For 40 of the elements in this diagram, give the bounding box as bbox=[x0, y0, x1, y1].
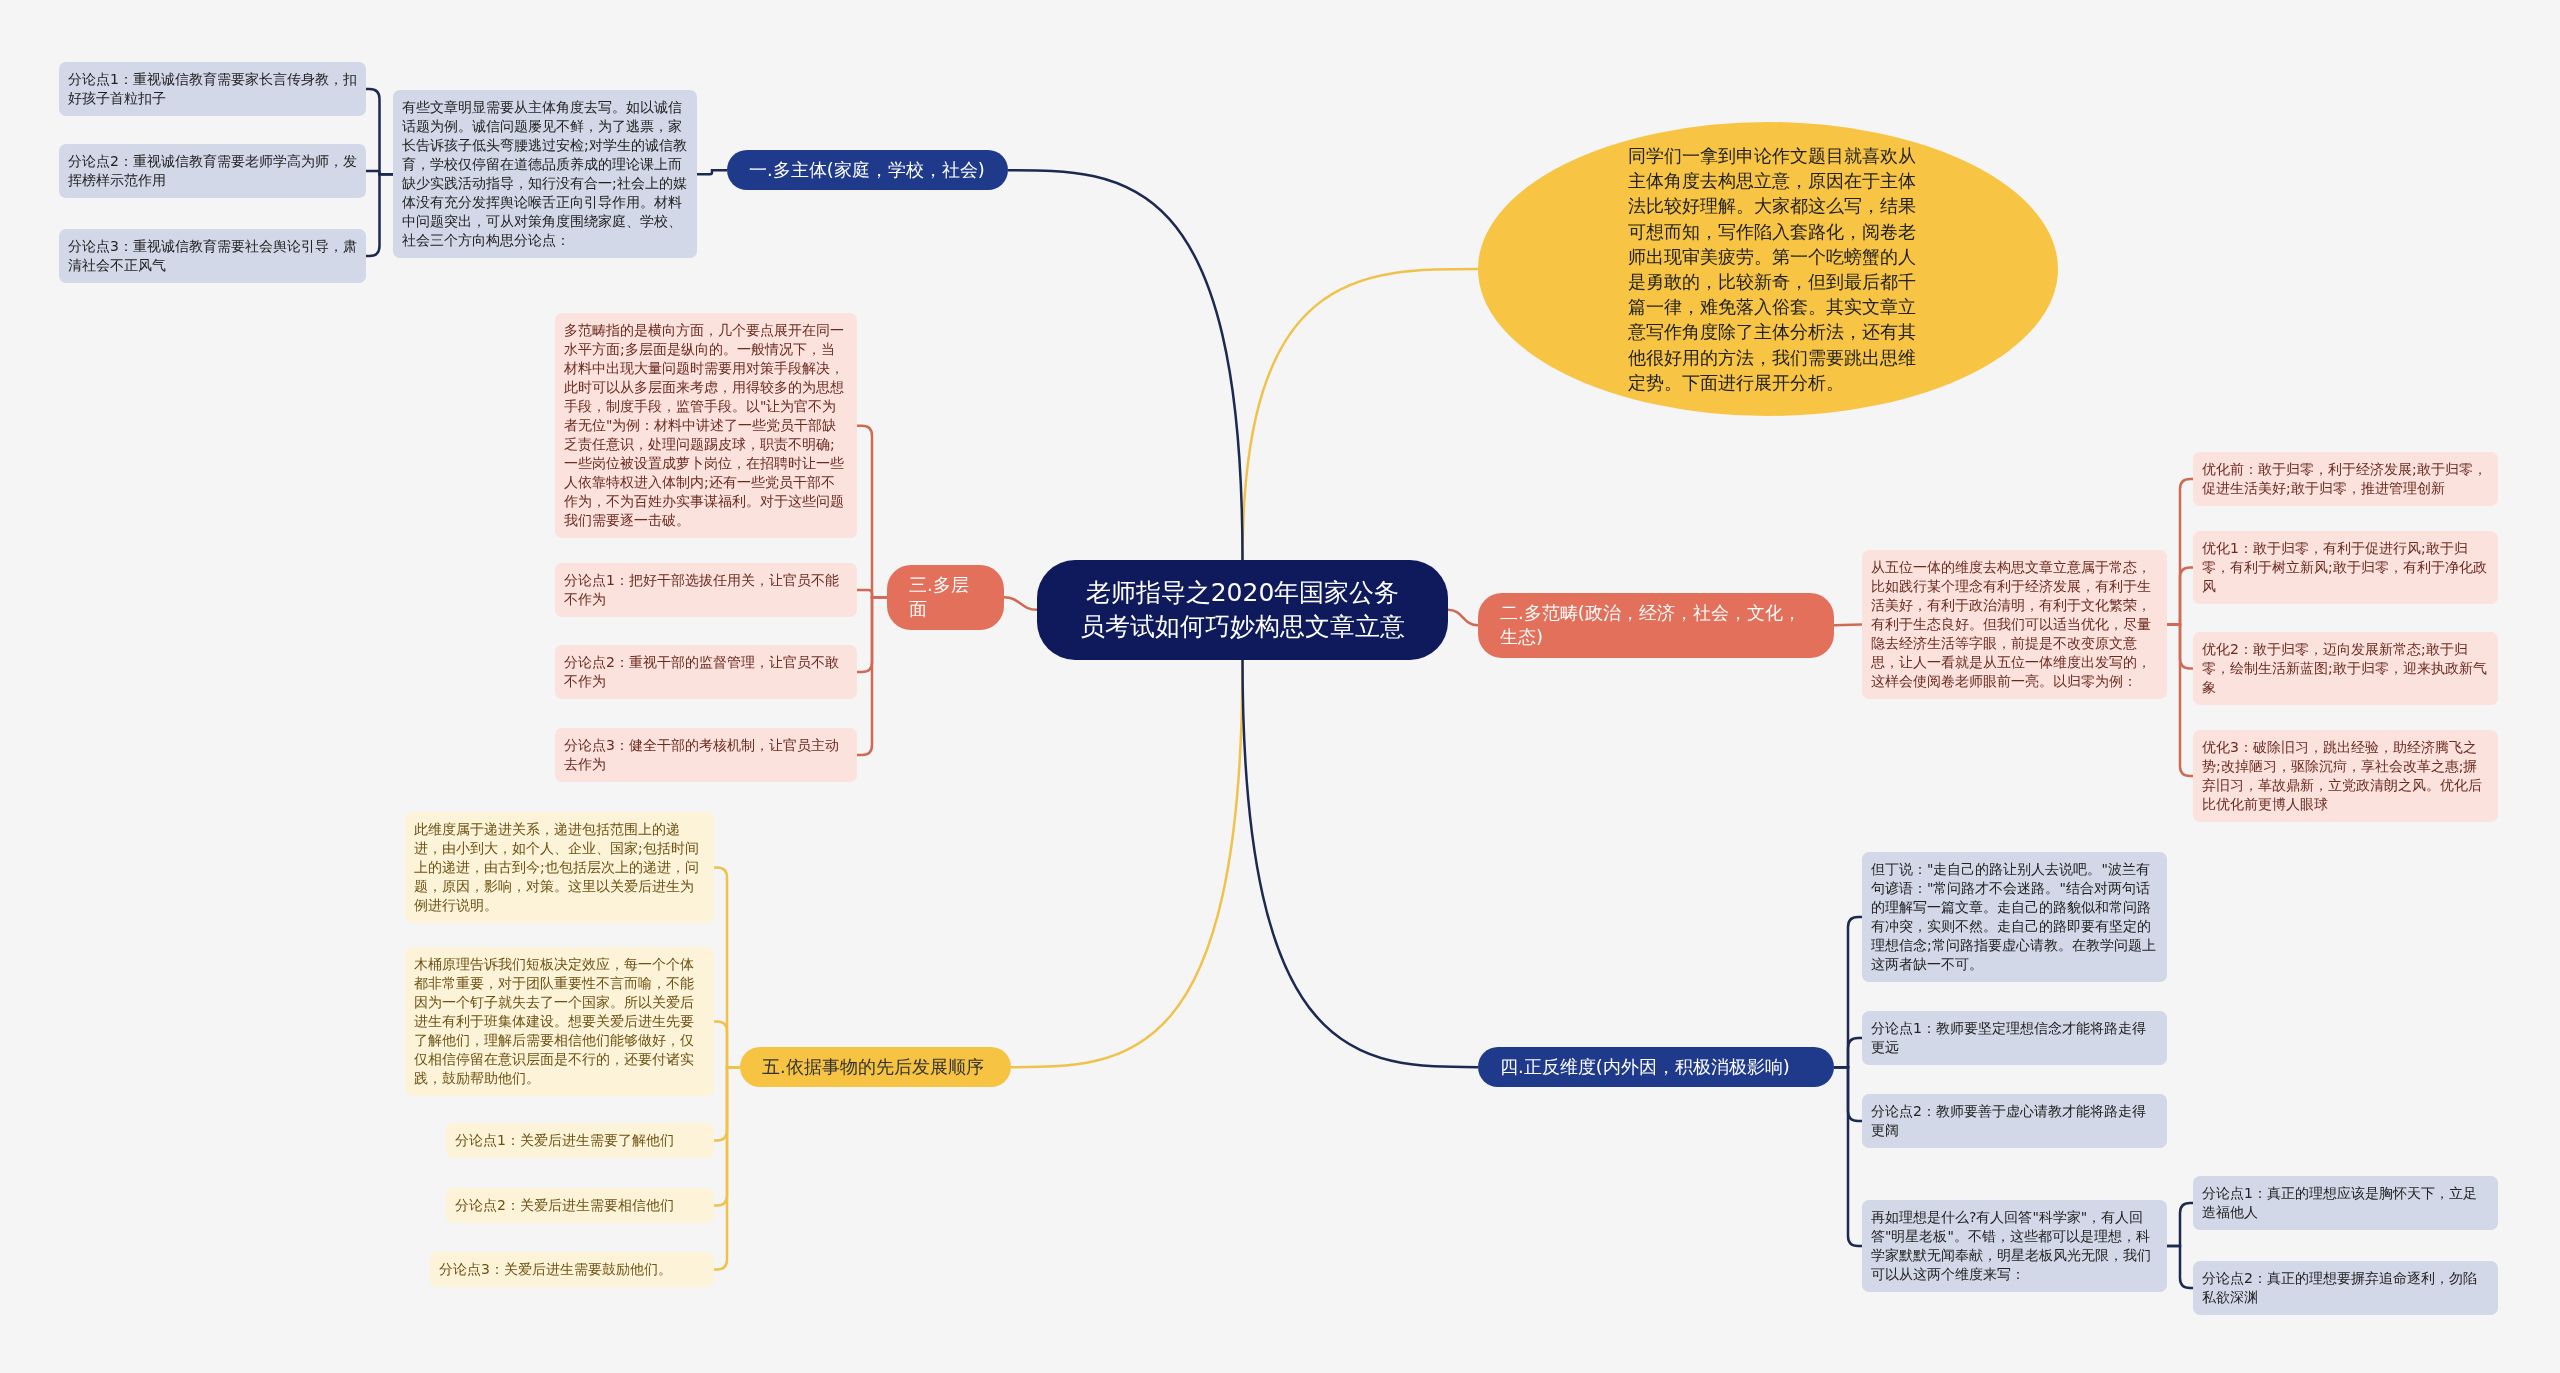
note-card: 优化1：敢于归零，有利于促进行风;敢于归零，有利于树立新风;敢于归零，有利于净化政风 bbox=[2193, 531, 2498, 605]
note-card: 分论点2：关爱后进生需要相信他们 bbox=[446, 1188, 714, 1224]
note-card: 分论点2：重视干部的监督管理，让官员不敢不作为 bbox=[555, 645, 857, 700]
connector-line bbox=[1833, 623, 1863, 627]
note-card: 优化2：敢于归零，迈向发展新常态;敢于归零，绘制生活新蓝图;敢于归零，迎来执政新气象 bbox=[2193, 632, 2498, 706]
connector-line bbox=[697, 168, 727, 176]
note-card: 分论点3：关爱后进生需要鼓励他们。 bbox=[430, 1252, 714, 1288]
note-card: 优化3：破除旧习，跳出经验，助经济腾飞之势;改掉陋习，驱除沉疴，享社会改革之惠;摒弃旧习，革故鼎新，立党政清朗之风。优化后比优化前更博人眼球 bbox=[2193, 730, 2498, 823]
branch-pill: 五.依据事物的先后发展顺序 bbox=[740, 1047, 1011, 1088]
note-card: 分论点1：关爱后进生需要了解他们 bbox=[446, 1123, 714, 1159]
note-card: 分论点3：重视诚信教育需要社会舆论引导，肃清社会不正风气 bbox=[59, 229, 366, 284]
note-card: 优化前：敢于归零，利于经济发展;敢于归零，促进生活美好;敢于归零，推进管理创新 bbox=[2193, 452, 2498, 507]
note-card: 木桶原理告诉我们短板决定效应，每一个个体都非常重要，对于团队重要性不言而喻，不能因为一个钉子就失去了一个国家。所以关爱后进生有利于班集体建设。想要关爱后进生先要了解他们，理解后需要相信他们能够做好，仅仅相信停留在意识层面是不行的，还要付诸实践，鼓励帮助他们。 bbox=[405, 947, 714, 1097]
connector-line bbox=[2167, 1244, 2193, 1290]
note-card: 从五位一体的维度去构思文章立意属于常态，比如践行某个理念有利于经济发展，有利于生活美好，有利于政治清明，有利于文化繁荣，有利于生态良好。但我们可以适当优化，尽量隐去经济生活等字眼，前提是不改变原文意思，让人一看就是从五位一体维度出发写的，这样会使阅卷老师眼前一亮。以归零为例： bbox=[1862, 550, 2167, 700]
note-card: 分论点2：重视诚信教育需要老师学高为师，发挥榜样示范作用 bbox=[59, 144, 366, 199]
note-card: 分论点1：把好干部选拔任用关，让官员不能不作为 bbox=[555, 563, 857, 618]
note-card: 再如理想是什么?有人回答"科学家"，有人回答"明星老板"。不错，这些都可以是理想，科学家默默无闻奉献，明星老板风光无限，我们可以从这两个维度来写： bbox=[1862, 1200, 2167, 1293]
note-card: 分论点1：教师要坚定理想信念才能将路走得更远 bbox=[1862, 1011, 2167, 1066]
connector-line bbox=[1003, 596, 1038, 611]
note-card: 分论点3：健全干部的考核机制，让官员主动去作为 bbox=[555, 728, 857, 783]
note-card: 此维度属于递进关系，递进包括范围上的递进，由小到大，如个人、企业、国家;包括时间上的递进，由古到今;也包括层次上的递进，问题，原因，影响，对策。这里以关爱后进生为例进行说明。 bbox=[405, 812, 714, 924]
branch-pill: 四.正反维度(内外因，积极消极影响) bbox=[1478, 1047, 1834, 1088]
note-card: 多范畴指的是横向方面，几个要点展开在同一水平方面;多层面是纵向的。一般情况下，当材料中出现大量问题时需要用对策手段解决，此时可以从多层面来考虑，用得较多的为思想手段，制度手段，监管手段。以"让为官不为者无位"为例：材料中讲述了一些党员干部缺乏责任意识，处理问题踢皮球，职责不明确;一些岗位被设置成萝卜岗位，在招聘时让一些人依靠特权进入体制内;还有一些党员干部不作为，不为百姓办实事谋福利。对于这些问题我们需要逐一击破。 bbox=[555, 313, 857, 539]
branch-pill: 一.多主体(家庭，学校，社会) bbox=[727, 150, 1008, 191]
connector-line bbox=[1241, 659, 1478, 1069]
note-card: 分论点1：重视诚信教育需要家长言传身教，扣好孩子首粒扣子 bbox=[59, 62, 366, 117]
topic-bubble: 老师指导之2020年国家公务员考试如何巧妙构思文章立意 bbox=[1037, 560, 1448, 660]
note-card: 分论点2：真正的理想要摒弃追命逐利，勿陷私欲深渊 bbox=[2193, 1261, 2498, 1316]
connector-line bbox=[714, 1065, 740, 1271]
note-card: 有些文章明显需要从主体角度去写。如以诚信话题为例。诚信问题屡见不鲜，为了逃票，家长告诉孩子低头弯腰逃过安检;对学生的诚信教育，学校仅停留在道德品质养成的理论课上而缺少实践活动指导，知行没有合一;社会上的媒体没有充分发挥舆论喉舌正向引导作用。材料中问题突出，可从对策角度围绕家庭、学校、社会三个方向构思分论点： bbox=[393, 90, 697, 259]
branch-pill: 二.多范畴(政治，经济，社会，文化，生态) bbox=[1478, 593, 1834, 658]
note-card: 分论点1：真正的理想应该是胸怀天下，立足造福他人 bbox=[2193, 1176, 2498, 1231]
branch-pill: 三.多层面 bbox=[887, 565, 1004, 630]
connector-line bbox=[1447, 608, 1479, 627]
note-card: 分论点2：教师要善于虚心请教才能将路走得更阔 bbox=[1862, 1094, 2167, 1149]
connector-line bbox=[2167, 623, 2193, 778]
note-card: 但丁说："走自己的路让别人去说吧。"波兰有句谚语："常问路才不会迷路。"结合对两句话的理解写一篇文章。走自己的路貌似和常问路有冲突，实则不然。走自己的路即要有坚定的理想信念;常问路指要虚心请教。在教学问题上这两者缺一不可。 bbox=[1862, 852, 2167, 983]
intro-bubble: 同学们一拿到申论作文题目就喜欢从主体角度去构思立意，原因在于主体法比较好理解。大家都这么写，结果可想而知，写作陷入套路化，阅卷老师出现审美疲劳。第一个吃螃蟹的人是勇敢的，比较新奇，但到最后都千篇一律，难免落入俗套。其实文章立意写作角度除了主体分析法，还有其他很好用的方法，我们需要跳出思维定势。下面进行展开分析。 bbox=[1478, 122, 2058, 416]
connector-line bbox=[1008, 168, 1244, 561]
